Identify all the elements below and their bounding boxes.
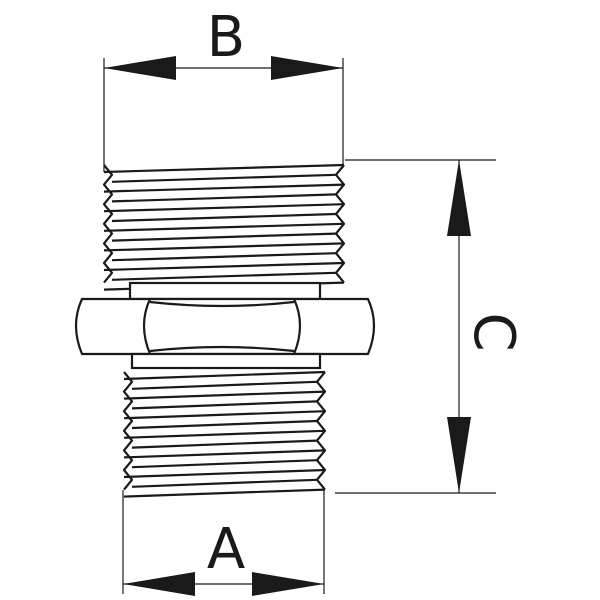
lower-thread-crest-line — [123, 488, 326, 498]
upper-collar — [128, 281, 322, 301]
lower-thread-root-line — [131, 439, 318, 449]
lower-thread — [122, 370, 327, 498]
lower-thread-crest-line — [123, 449, 326, 459]
arrow-b-right — [271, 56, 343, 80]
upper-thread-crest-line — [103, 222, 345, 232]
lower-thread-crest-line — [123, 370, 326, 381]
dimension-label-a: A — [207, 517, 245, 582]
upper-thread-crest-line — [103, 203, 345, 213]
upper-thread-left-flank — [102, 164, 114, 284]
arrow-b-left — [104, 56, 176, 80]
dimension-b — [103, 58, 344, 172]
lower-thread-root-line — [131, 400, 318, 410]
lower-thread-root-line — [131, 419, 318, 430]
lower-thread-left-flank — [122, 371, 134, 491]
lower-thread-crest-line — [123, 390, 326, 400]
dimension-label-b: B — [207, 5, 245, 70]
dimension-label-c: C — [461, 312, 526, 351]
upper-thread-crest-line — [103, 261, 345, 272]
lower-thread-crest-line — [123, 410, 326, 420]
upper-thread — [102, 163, 346, 291]
lower-collar — [130, 352, 322, 370]
upper-thread-crest-line — [103, 242, 345, 252]
upper-thread-root-line — [111, 252, 337, 262]
upper-thread-crest-line — [103, 163, 345, 174]
lower-thread-root-line — [131, 380, 318, 390]
upper-thread-root-line — [111, 173, 337, 183]
lower-thread-root-line — [131, 459, 318, 469]
lower-thread-crest-line — [123, 468, 326, 479]
upper-thread-root-line — [111, 193, 337, 203]
upper-thread-root-line — [111, 212, 337, 223]
lower-thread-root-line — [131, 478, 318, 488]
arrow-c-bottom — [447, 417, 471, 493]
arrow-a-right — [252, 572, 324, 596]
hex-nut — [74, 297, 376, 356]
upper-thread-root-line — [111, 232, 337, 242]
upper-thread-root-line — [111, 271, 337, 281]
lower-thread-crest-line — [123, 429, 326, 439]
arrow-a-left — [123, 572, 195, 596]
upper-thread-crest-line — [103, 183, 345, 193]
arrow-c-top — [447, 160, 471, 236]
